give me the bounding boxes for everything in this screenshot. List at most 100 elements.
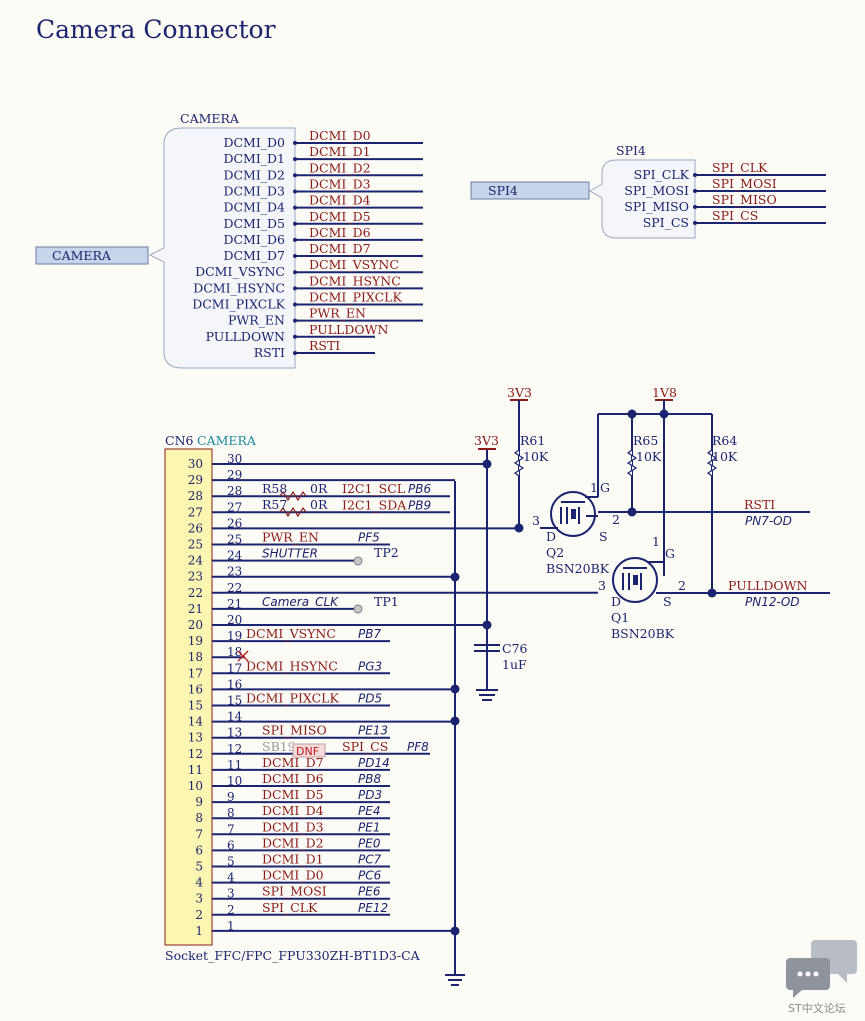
camera-sheet-port: DCMI_D6 xyxy=(223,232,285,247)
transistor-q2[interactable]: 3 1 2 G D S Q2 BSN20BK xyxy=(532,480,620,576)
q2-part: BSN20BK xyxy=(546,561,610,576)
pin-label-number: 8 xyxy=(227,806,235,820)
pin-label-number: 26 xyxy=(227,516,242,530)
connector-pin-number: 11 xyxy=(188,763,203,777)
pin-net-label: I2C1_SCL xyxy=(342,481,405,496)
connector-pin-number: 17 xyxy=(188,666,203,680)
connector-pin-number: 21 xyxy=(188,602,203,616)
r57-ref: R57 xyxy=(262,497,287,512)
solder-bridge-sb19[interactable]: SB19 DNF xyxy=(262,739,326,758)
connector-pin-number: 25 xyxy=(188,538,203,552)
pin-label-number: 10 xyxy=(227,774,242,788)
resistor-r58[interactable]: R58 0R xyxy=(262,481,328,502)
pin-label-number: 3 xyxy=(227,887,235,901)
pin-label-number: 16 xyxy=(227,677,242,691)
sb19-ref: SB19 xyxy=(262,739,296,754)
camera-sheet-port: DCMI_D3 xyxy=(223,183,285,198)
pin-label-number: 11 xyxy=(227,758,242,772)
connector-pin-number: 29 xyxy=(188,473,203,487)
output-rsti[interactable]: RSTI PN7-OD xyxy=(744,497,792,528)
pin-port-label: PE6 xyxy=(358,885,381,899)
pin-label-number: 24 xyxy=(227,549,243,563)
connector-pin-number: 2 xyxy=(195,908,203,922)
connector-pin-number: 3 xyxy=(195,892,203,906)
pulldown-port: PN12-OD xyxy=(745,595,800,609)
camera-sheet-port: DCMI_PIXCLK xyxy=(192,297,285,312)
r65-ref: R65 xyxy=(633,433,658,448)
transistor-q1[interactable]: 3 1 2 G D S Q1 BSN20BK xyxy=(598,534,686,641)
connector-pin-number: 30 xyxy=(188,457,203,471)
spi-net-label: SPI_MISO xyxy=(712,192,777,207)
rsti-port: PN7-OD xyxy=(745,514,792,528)
pin-net-label: DCMI_D3 xyxy=(262,819,324,834)
q2-pin-g: G xyxy=(600,480,610,495)
camera-net-label: PWR_EN xyxy=(309,306,366,321)
pin-port-label: PD3 xyxy=(358,788,382,802)
pin-net-label: PWR_EN xyxy=(262,530,319,545)
pin-net-label: DCMI_HSYNC xyxy=(246,658,338,673)
test-point-tp1[interactable]: TP1 xyxy=(353,594,399,614)
resistor-r61[interactable]: R61 10K xyxy=(513,433,549,477)
q1-part: BSN20BK xyxy=(611,626,675,641)
camera-net-label: DCMI_HSYNC xyxy=(309,273,401,288)
camera-net-label: DCMI_D2 xyxy=(309,160,371,175)
output-pulldown[interactable]: PULLDOWN PN12-OD xyxy=(728,578,807,609)
r61-ref: R61 xyxy=(520,433,545,448)
pin-port-label: PD14 xyxy=(358,756,390,770)
pin-port-label: PE0 xyxy=(358,836,381,850)
q2-pin-3: 3 xyxy=(532,513,540,528)
pin-label-number: 18 xyxy=(227,645,242,659)
connector-footprint: Socket_FFC/FPC_FPU330ZH-BT1D3-CA xyxy=(165,948,421,963)
pin-label-number: 12 xyxy=(227,742,242,756)
camera-sheet-port: PULLDOWN xyxy=(206,329,285,344)
power-1v8: 1V8 xyxy=(652,385,677,401)
camera-sheet-port: DCMI_D1 xyxy=(223,151,285,166)
power-1v8-label: 1V8 xyxy=(652,385,677,400)
pin-net-label: DCMI_D7 xyxy=(262,755,324,770)
pin-net-label: DCMI_D2 xyxy=(262,835,324,850)
connector-pin-number: 13 xyxy=(188,731,203,745)
r58-value: 0R xyxy=(310,481,328,496)
connector-body[interactable] xyxy=(164,448,213,946)
pin-port-label: PB8 xyxy=(358,772,381,786)
power-3v3-top-label: 3V3 xyxy=(507,385,532,400)
pin-net-label: I2C1_SDA xyxy=(342,497,407,512)
spi-net-label: SPI_MOSI xyxy=(712,176,777,191)
pin-net-label: DCMI_D0 xyxy=(262,868,324,883)
spi4-sheet-name: SPI4 xyxy=(616,143,646,158)
connector-pin-number: 4 xyxy=(195,876,203,890)
pin-port-label: PE1 xyxy=(358,820,380,834)
resistor-r57[interactable]: R57 0R xyxy=(262,497,328,518)
connector-pin-number: 6 xyxy=(195,843,203,857)
resistor-r64[interactable]: R64 10K xyxy=(706,433,738,477)
spi-net-label: SPI_CS xyxy=(712,208,758,223)
connector-ref: CN6 xyxy=(165,433,194,448)
pin-net-label: DCMI_VSYNC xyxy=(246,626,336,641)
test-point-tp2[interactable]: TP2 xyxy=(353,545,399,566)
junction-dots xyxy=(450,409,717,936)
pin-port-label: PG3 xyxy=(358,659,382,673)
pin-port-label: PC6 xyxy=(358,869,382,883)
pin-net-label: DCMI_PIXCLK xyxy=(246,691,339,706)
camera-net-label: DCMI_D6 xyxy=(309,225,371,240)
spi4-port[interactable]: SPI4 xyxy=(470,181,590,200)
connector-pin-number: 7 xyxy=(195,827,203,841)
q1-pin-1: 1 xyxy=(652,534,660,549)
connector-pin-number: 28 xyxy=(188,489,203,503)
pin-net-label: SHUTTER xyxy=(262,547,318,561)
capacitor-c76[interactable]: C76 1uF xyxy=(474,641,528,701)
resistor-r65[interactable]: R65 10K xyxy=(626,433,662,477)
connector-pin-number: 22 xyxy=(188,586,203,600)
pin-label-number: 15 xyxy=(227,694,242,708)
camera-port[interactable]: CAMERA xyxy=(35,246,149,265)
connector-pin-number: 16 xyxy=(188,682,203,696)
camera-port-label: CAMERA xyxy=(52,248,112,263)
q2-pin-s: S xyxy=(599,529,608,544)
transistor-wiring xyxy=(518,400,830,594)
camera-sheet-port: PWR_EN xyxy=(228,313,285,328)
spi4-port-label: SPI4 xyxy=(488,183,518,198)
watermark-text: ST中文论坛 xyxy=(788,1001,846,1015)
